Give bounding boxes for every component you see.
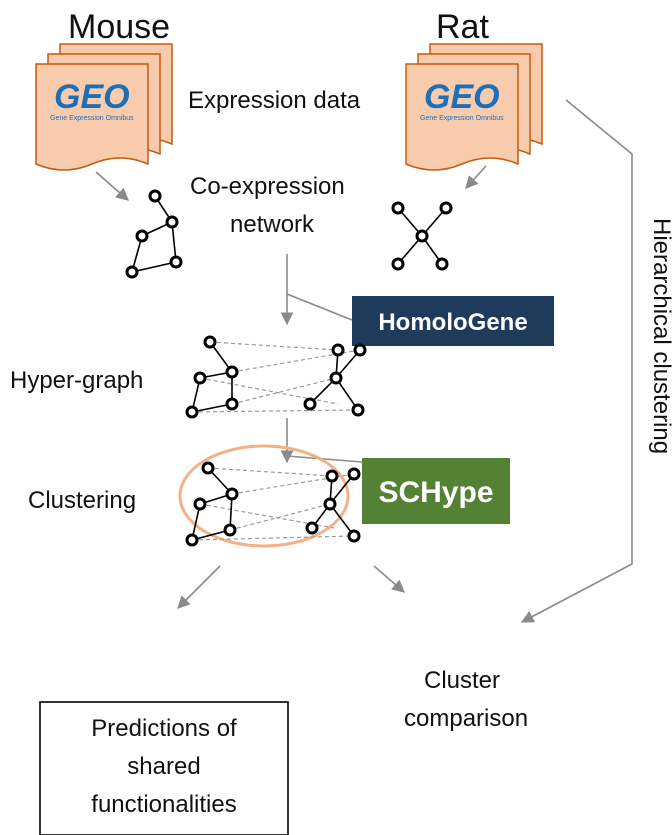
svg-text:Gene Expression Omnibus: Gene Expression Omnibus (50, 115, 134, 122)
hypergraph (185, 335, 367, 419)
schype-label: SCHype (378, 476, 493, 509)
mouse-geo-stack: GEO Gene Expression Omnibus (35, 43, 173, 171)
arrow-mouse-geo-to-network (95, 171, 129, 201)
expression-data-label: Expression data (188, 87, 361, 114)
svg-text:GEO: GEO (54, 78, 130, 116)
predictions-line3: functionalities (91, 791, 236, 818)
arrow-hierarchical-clustering (520, 99, 633, 623)
cluster-ellipse (178, 444, 350, 548)
coexpression-label-line2: network (230, 211, 315, 238)
clustering-label: Clustering (28, 487, 136, 514)
cluster-comparison-line2: comparison (404, 705, 528, 732)
predictions-line2: shared (127, 753, 200, 780)
clustering-graph (178, 444, 361, 548)
rat-geo-stack: GEO Gene Expression Omnibus (405, 43, 543, 171)
homologene-connector (286, 293, 353, 321)
homologene-label: HomoloGene (378, 309, 527, 336)
arrow-clustering-to-predictions (177, 565, 221, 609)
homologene-box: HomoloGene (352, 296, 554, 346)
rat-geo-logo: GEO Gene Expression Omnibus (420, 78, 504, 122)
cluster-comparison-line1: Cluster (424, 667, 500, 694)
hierarchical-clustering-label: Hierarchical clustering (648, 218, 672, 454)
mouse-coexpression-network (125, 189, 183, 279)
arrow-rat-geo-to-network (465, 165, 487, 189)
schype-box: SCHype (362, 458, 510, 524)
svg-text:Gene Expression Omnibus: Gene Expression Omnibus (420, 115, 504, 122)
hypergraph-label: Hyper-graph (10, 367, 143, 394)
svg-text:GEO: GEO (424, 78, 500, 116)
schype-connector (286, 455, 363, 463)
coexpression-label-line1: Co-expression (190, 173, 345, 200)
predictions-box: Predictions of shared functionalities (39, 701, 289, 835)
mouse-title: Mouse (68, 8, 170, 46)
arrow-clustering-to-comparison (373, 565, 405, 593)
predictions-line1: Predictions of (91, 715, 237, 742)
mouse-geo-logo: GEO Gene Expression Omnibus (50, 78, 134, 122)
rat-title: Rat (436, 8, 489, 46)
rat-coexpression-network (391, 201, 453, 271)
